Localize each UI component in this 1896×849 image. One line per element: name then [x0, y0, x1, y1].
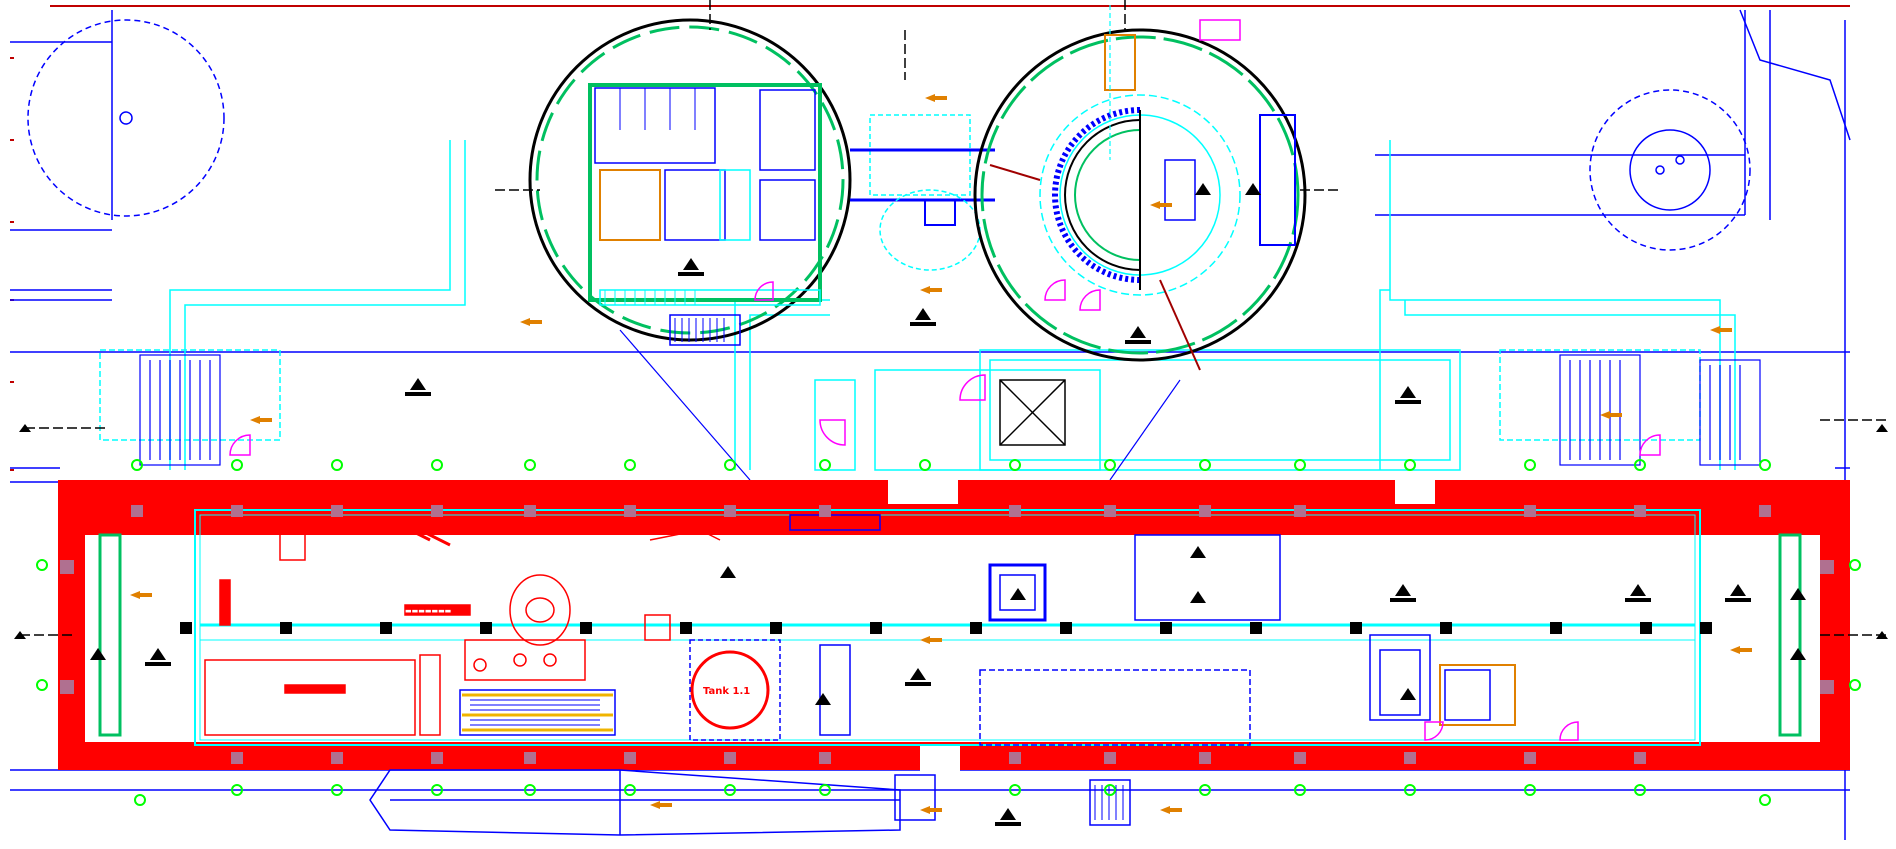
main-hall — [58, 478, 1850, 772]
tank-label: Tank 1.1 — [703, 686, 750, 697]
left-margin-ticks — [10, 57, 14, 471]
wall-devices-ends — [36, 559, 1861, 694]
flow-arrows — [130, 94, 1752, 814]
section-markers — [14, 424, 1888, 639]
wall-devices-bottom — [134, 752, 1771, 806]
column-row — [180, 622, 1712, 634]
equipment-symbols — [90, 183, 1806, 826]
stair-right — [1559, 354, 1761, 466]
circular-rotunda-right — [973, 5, 1307, 481]
stair-hall — [459, 689, 616, 736]
exhibit-small-label: ▬▬▬▬ — [285, 688, 311, 696]
stair-left — [139, 354, 221, 466]
exhibit-equipment-red — [204, 518, 770, 736]
wall-devices-top — [131, 459, 1771, 517]
drawing-labels: Tank 1.1 ▬▬▬▬▬▬▬ ▬▬▬▬ — [285, 607, 750, 697]
circular-rotunda-left — [528, 18, 852, 481]
service-conduits — [99, 140, 1736, 471]
section-cut-lines — [20, 0, 1890, 636]
exhibit-box-label: ▬▬▬▬▬▬▬ — [405, 607, 451, 615]
rotunda-connector — [850, 114, 995, 271]
central-elevator-block — [814, 369, 1101, 471]
exhibit-equipment-blue — [689, 514, 1516, 746]
site-circle-left — [10, 10, 225, 301]
site-circle-right — [1375, 9, 1851, 840]
property-lines — [10, 351, 1850, 791]
ramp-south — [369, 769, 1131, 836]
door-swings — [229, 19, 1661, 741]
